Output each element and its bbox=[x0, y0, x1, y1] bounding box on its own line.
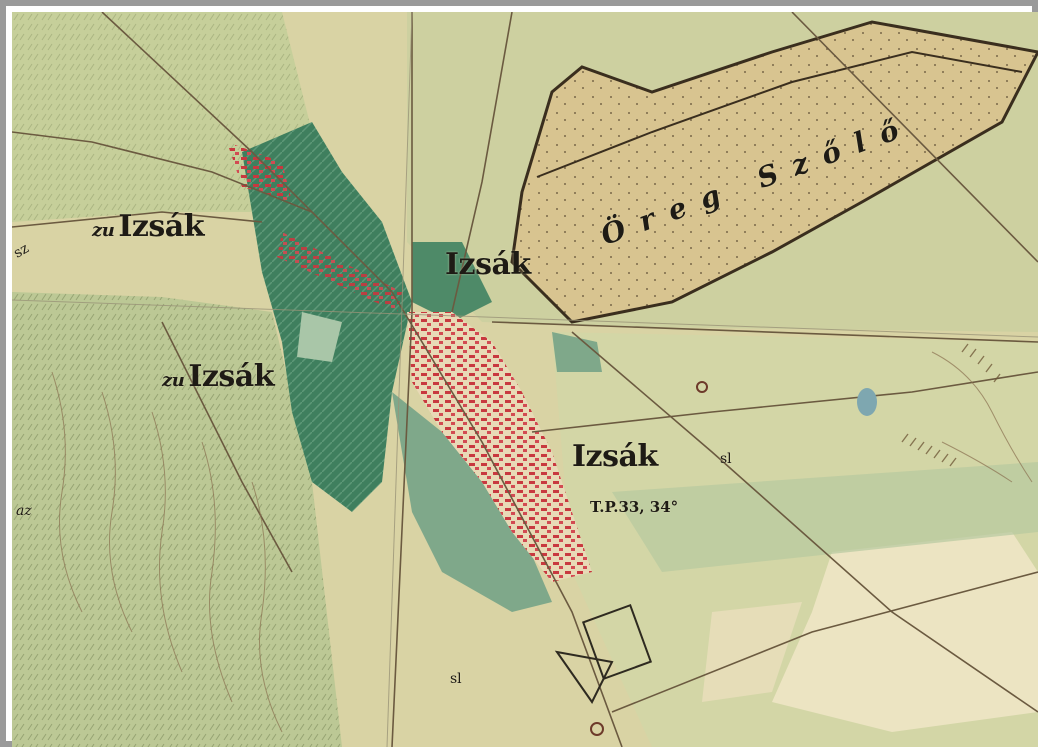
label-prefix: zu bbox=[162, 370, 185, 391]
map-graphics bbox=[12, 12, 1038, 747]
vineyard-inner-border bbox=[536, 50, 1023, 178]
town-north-buildings bbox=[227, 142, 292, 202]
east-green-strip bbox=[612, 462, 1038, 572]
town-street-buildings bbox=[277, 232, 402, 312]
gardens-north bbox=[412, 242, 492, 322]
label-prefix: zu bbox=[92, 220, 115, 241]
label-name: Izsák bbox=[118, 209, 204, 244]
enclosure-tri bbox=[554, 650, 614, 704]
label-field-number-2: sl bbox=[450, 671, 462, 687]
enclosure-south bbox=[581, 603, 653, 681]
light-plots bbox=[297, 312, 342, 362]
sheet-seams bbox=[12, 12, 1038, 747]
label-margin-left: az bbox=[16, 503, 32, 519]
vineyard-border bbox=[510, 20, 1038, 324]
gardens-south bbox=[392, 392, 552, 612]
town-buildings bbox=[407, 312, 592, 582]
label-izsak-east: Izsák bbox=[572, 439, 658, 474]
relief-hachures bbox=[51, 351, 1033, 733]
windmill-mark-2 bbox=[590, 722, 604, 736]
gardens-west bbox=[242, 122, 412, 512]
east-sand-2 bbox=[702, 602, 802, 702]
label-trig-point: T.P.33, 34° bbox=[590, 498, 679, 516]
gardens-east bbox=[552, 332, 602, 372]
hatch-hills bbox=[901, 343, 1001, 467]
label-izsak-north: Izsák bbox=[445, 247, 531, 282]
vineyard-dots bbox=[512, 22, 1038, 322]
roads bbox=[12, 12, 1038, 747]
pond bbox=[857, 388, 877, 416]
east-sand-1 bbox=[772, 532, 1038, 732]
label-field-number-1: sl bbox=[720, 451, 732, 467]
label-name: Izsák bbox=[188, 359, 274, 394]
windmill-mark-1 bbox=[696, 381, 708, 393]
